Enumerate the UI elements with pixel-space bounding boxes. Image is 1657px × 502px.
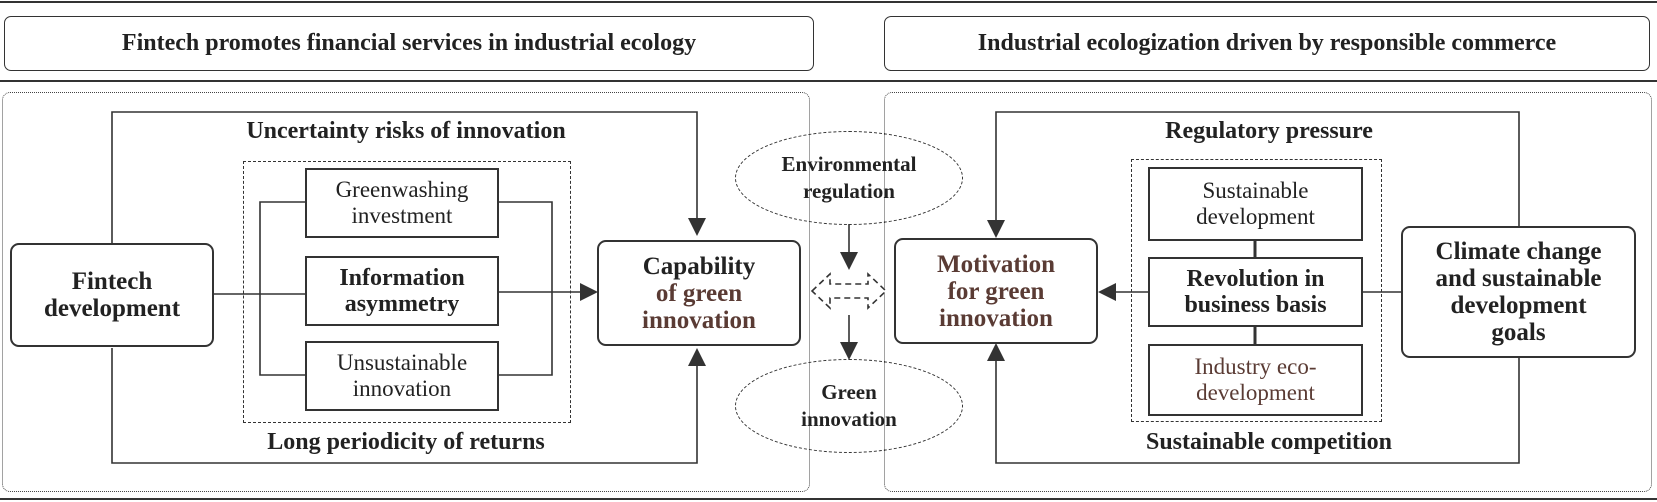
industry-eco-line-2: development xyxy=(1196,380,1315,405)
regulation-line-1: Environmental xyxy=(781,152,917,176)
sustainable-dev-line-2: development xyxy=(1196,204,1315,229)
left-mechanism-group xyxy=(243,161,571,423)
top-rule xyxy=(0,1,1657,3)
fintech-line-2: development xyxy=(43,295,181,322)
left-panel xyxy=(2,92,810,492)
bottom-rule xyxy=(0,498,1657,500)
uncertainty-label: Uncertainty risks of innovation xyxy=(246,118,566,144)
sustainable-dev-line-1: Sustainable xyxy=(1202,178,1309,203)
bidirectional-dashed-arrow xyxy=(810,272,888,310)
motivation-box: Motivation for green innovation xyxy=(894,238,1098,344)
capability-box: Capability of green innovation xyxy=(597,240,801,346)
right-mechanism-group xyxy=(1131,159,1382,422)
motivation-line-2: for green xyxy=(947,277,1045,305)
header-rule xyxy=(0,80,1657,82)
environmental-regulation-ellipse: Environmental regulation xyxy=(735,131,963,225)
revolution-box: Revolution in business basis xyxy=(1148,257,1363,327)
green-line-1: Green xyxy=(821,380,877,404)
right-bracket-line xyxy=(499,201,553,376)
fintech-line-1: Fintech xyxy=(71,268,153,295)
information-asymmetry-box: Information asymmetry xyxy=(305,256,499,326)
climate-line-3: development xyxy=(1450,292,1587,319)
periodicity-label: Long periodicity of returns xyxy=(267,429,545,455)
climate-line-1: Climate change xyxy=(1435,238,1602,265)
greenwashing-line-2: investment xyxy=(351,203,453,228)
fintech-development-box: Fintech development xyxy=(10,243,214,347)
capability-line-2: of green xyxy=(655,279,743,307)
motivation-line-3: innovation xyxy=(939,304,1053,332)
unsustainable-innovation-box: Unsustainable innovation xyxy=(305,341,499,411)
revolution-line-2: business basis xyxy=(1184,292,1327,318)
asymmetry-line-2: asymmetry xyxy=(344,291,460,317)
unsustainable-line-1: Unsustainable xyxy=(336,350,468,375)
climate-line-4: goals xyxy=(1491,319,1546,346)
right-bottom-loop-line xyxy=(987,343,1520,464)
regulation-line-2: regulation xyxy=(803,179,895,203)
climate-line-2: and sustainable xyxy=(1435,265,1602,292)
left-top-loop-line xyxy=(111,111,706,243)
greenwashing-box: Greenwashing investment xyxy=(305,168,499,238)
sustainable-competition-label: Sustainable competition xyxy=(1145,429,1393,455)
capability-line-3: innovation xyxy=(642,306,756,334)
greenwashing-line-1: Greenwashing xyxy=(335,177,469,202)
asymmetry-line-1: Information xyxy=(339,265,465,291)
industry-eco-development-box: Industry eco- development xyxy=(1148,344,1363,416)
left-bottom-loop-line xyxy=(111,348,706,464)
revolution-line-1: Revolution in xyxy=(1186,266,1325,292)
motivation-line-1: Motivation xyxy=(936,250,1056,278)
green-line-2: innovation xyxy=(801,407,897,431)
capability-line-1: Capability xyxy=(642,252,756,280)
green-innovation-ellipse: Green innovation xyxy=(735,359,963,453)
regulatory-pressure-label: Regulatory pressure xyxy=(1165,118,1373,144)
climate-change-box: Climate change and sustainable developme… xyxy=(1401,226,1636,358)
sustainable-development-box: Sustainable development xyxy=(1148,167,1363,241)
unsustainable-line-2: innovation xyxy=(352,376,452,401)
left-header: Fintech promotes financial services in i… xyxy=(4,16,814,71)
right-header: Industrial ecologization driven by respo… xyxy=(884,16,1650,71)
right-top-loop-line xyxy=(987,111,1520,238)
left-bracket-line xyxy=(259,201,305,376)
industry-eco-line-1: Industry eco- xyxy=(1194,354,1317,379)
